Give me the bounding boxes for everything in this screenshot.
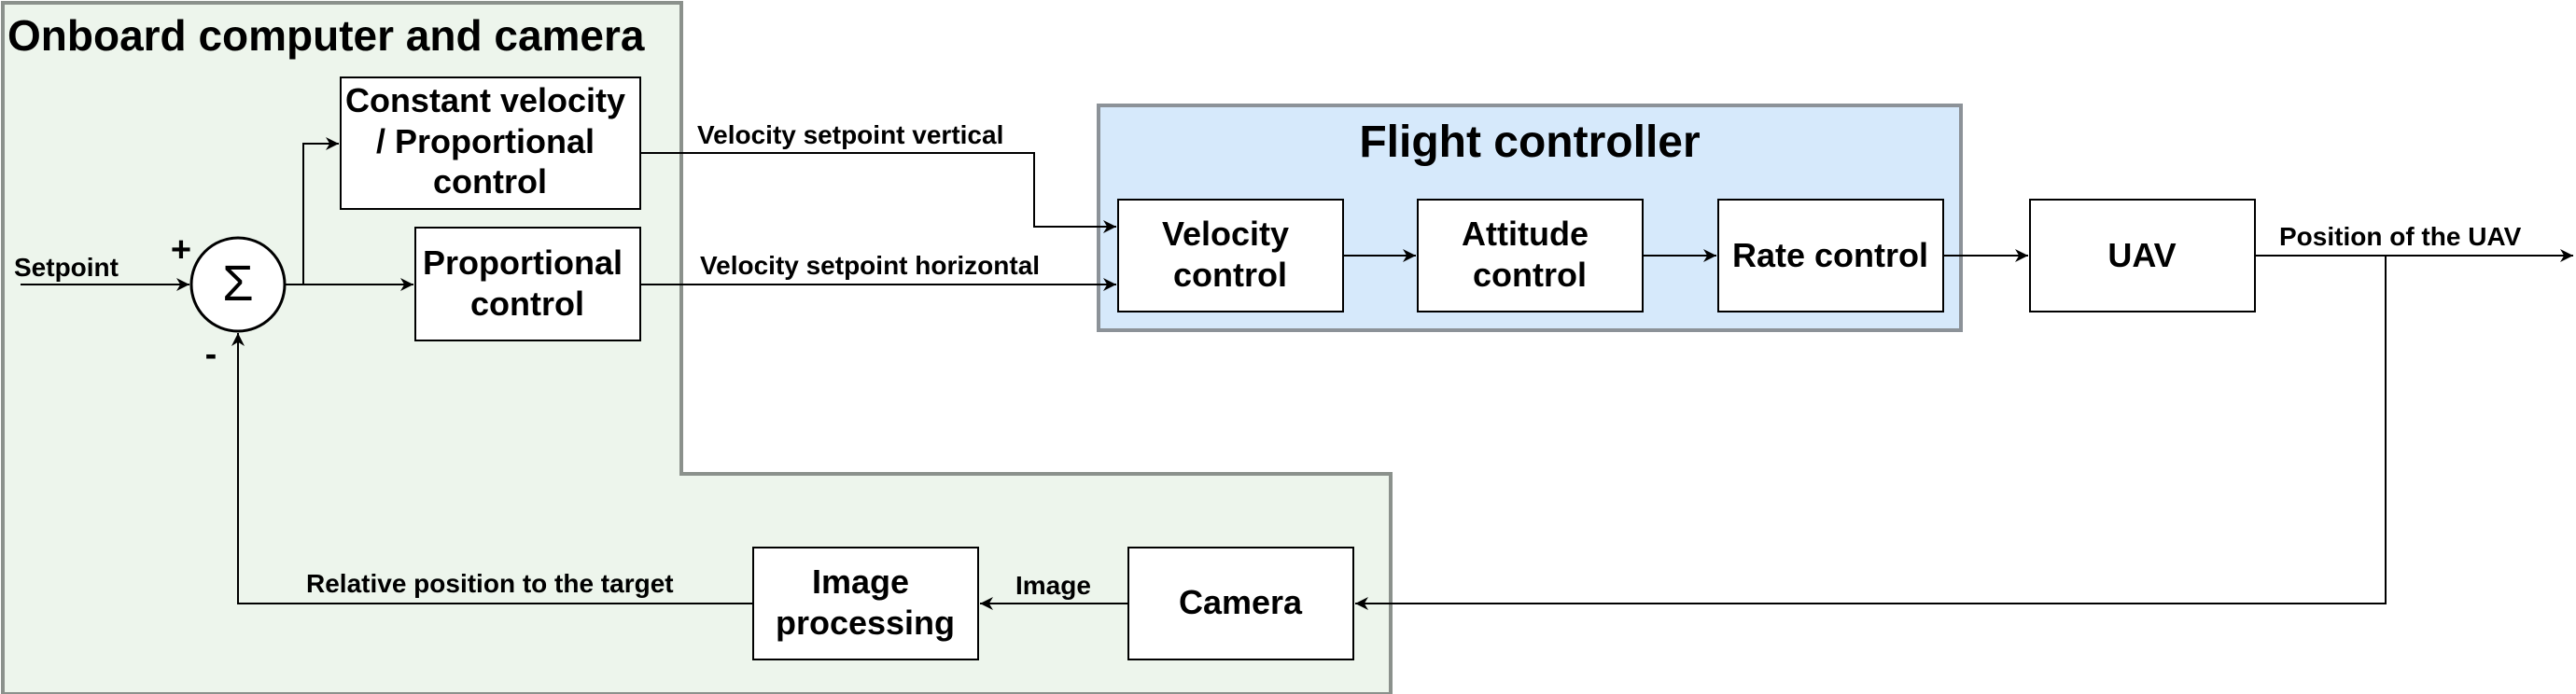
image-processing-line-2: processing: [776, 604, 955, 642]
constant-velocity-line-3: control: [433, 162, 547, 201]
plus-sign: +: [171, 230, 191, 270]
svg-text:Camera: Camera: [1179, 583, 1303, 621]
attitude-control-block: Attitude control: [1417, 199, 1644, 312]
rate-control-block: Rate control: [1717, 199, 1944, 312]
image-label: Image: [1015, 571, 1091, 600]
velocity-control-line-2: control: [1173, 256, 1287, 294]
vertical-setpoint-arrow: [640, 152, 1116, 233]
svg-text:UAV: UAV: [2107, 236, 2176, 274]
uav-position-label: Position of the UAV: [2279, 222, 2522, 251]
constant-velocity-line-2: / Proportional: [376, 122, 595, 160]
svg-text:Image processing: Image processing: [776, 562, 955, 642]
proportional-control-line-2: control: [470, 285, 584, 323]
summing-symbol: Σ: [222, 256, 253, 312]
svg-text:Proportional control: Proportional control: [423, 243, 632, 323]
proportional-control-line-1: Proportional: [423, 243, 623, 282]
svg-text:Constant velocity / Prop: Constant velocity / Proportional control: [345, 81, 635, 201]
rate-control-line-1: Rate control: [1732, 236, 1928, 274]
feedback-to-camera-arrow: [1355, 256, 2387, 610]
svg-text:Attitude control: Attitude control: [1462, 215, 1598, 294]
minus-sign: -: [205, 335, 217, 374]
constant-velocity-line-1: Constant velocity: [345, 81, 625, 119]
image-processing-block: Image processing: [752, 547, 979, 660]
uav-label: UAV: [2107, 236, 2176, 274]
image-processing-line-1: Image: [812, 562, 909, 601]
branch-to-constant-velocity-arrow: [302, 137, 339, 285]
relative-position-feedback-arrow: [231, 333, 753, 604]
camera-block: Camera: [1127, 547, 1354, 660]
vertical-setpoint-label: Velocity setpoint vertical: [697, 120, 1003, 149]
attitude-control-line-1: Attitude: [1462, 215, 1589, 253]
svg-text:Rate control: Rate control: [1732, 236, 1928, 274]
flight-controller-title: Flight controller: [1359, 118, 1700, 167]
camera-label: Camera: [1179, 583, 1303, 621]
proportional-control-block: Proportional control: [414, 227, 641, 341]
velocity-control-line-1: Velocity: [1162, 215, 1289, 253]
attitude-control-line-2: control: [1473, 256, 1587, 294]
uav-block: UAV: [2029, 199, 2256, 312]
svg-text:Velocity control: Velocity control: [1162, 215, 1298, 294]
relative-position-label: Relative position to the target: [306, 569, 674, 598]
horizontal-setpoint-label: Velocity setpoint horizontal: [700, 251, 1040, 280]
velocity-control-block: Velocity control: [1117, 199, 1344, 312]
constant-velocity-block: Constant velocity / Proportional control: [340, 76, 641, 210]
setpoint-label: Setpoint: [14, 253, 119, 282]
onboard-group-title: Onboard computer and camera: [7, 11, 645, 60]
